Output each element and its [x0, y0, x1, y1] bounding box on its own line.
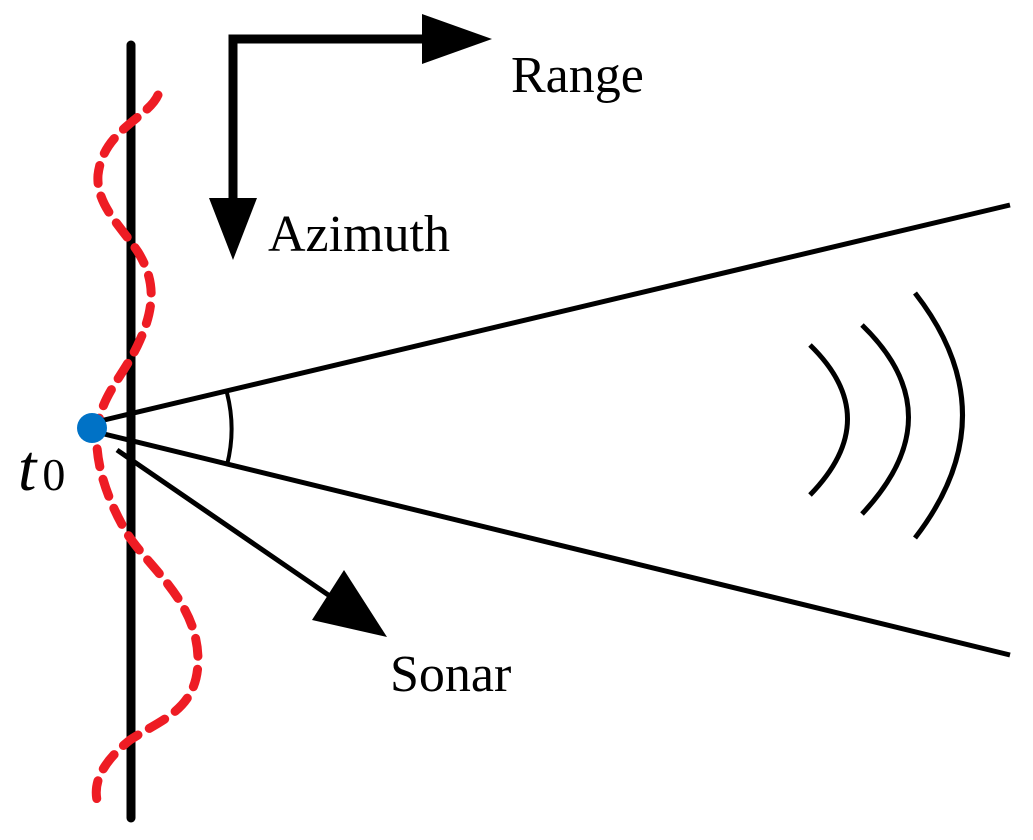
t0-label: t 0 — [18, 432, 65, 505]
azimuth-axis-arrowhead — [209, 198, 257, 260]
t0-subscript: 0 — [42, 449, 65, 500]
acoustic-wave-icon — [808, 291, 965, 540]
beam-upper-edge — [99, 202, 1011, 424]
azimuth-label: Azimuth — [268, 206, 450, 263]
trajectory-dashed-curve — [91, 90, 203, 805]
beam-angle-arc — [225, 392, 234, 466]
sonar-label: Sonar — [390, 646, 511, 703]
t0-variable: t — [18, 432, 38, 505]
range-label: Range — [511, 47, 644, 104]
beam-lower-edge — [99, 430, 1011, 658]
sonar-direction-arrow — [115, 447, 387, 637]
range-axis-arrow — [228, 14, 492, 218]
t0-position-point — [77, 413, 107, 443]
